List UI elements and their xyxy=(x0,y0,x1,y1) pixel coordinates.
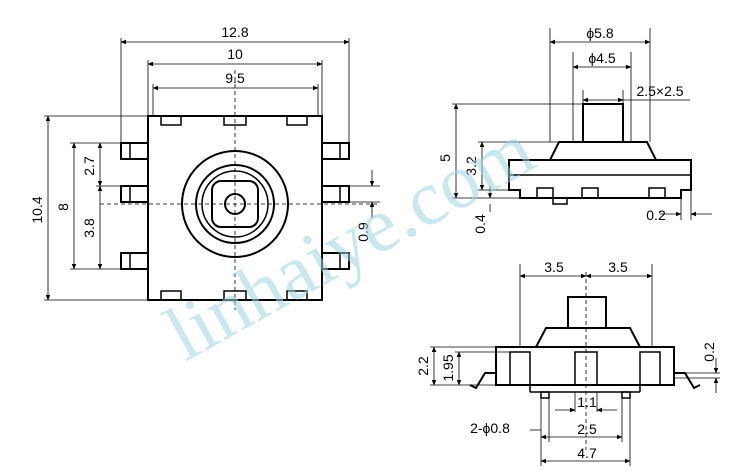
center-lines xyxy=(100,70,380,310)
top-notches xyxy=(160,115,308,301)
dim-2-7: 2.7 xyxy=(81,156,97,176)
front-view-labels: 3.5 3.5 2.2 1.95 0.2 2-ϕ0.8 1.1 2.5 4.7 xyxy=(415,259,717,461)
top-view-labels: 12.8 10 9.5 10.4 8 2.7 3.8 0.9 xyxy=(29,24,371,242)
extension-lines xyxy=(44,38,380,301)
dim-8: 8 xyxy=(55,203,71,211)
left-pins xyxy=(120,142,149,270)
right-pins xyxy=(321,142,350,270)
top-view xyxy=(44,38,380,310)
dim-10: 10 xyxy=(227,46,243,62)
dimension-lines xyxy=(45,39,375,301)
front-pins xyxy=(509,351,661,399)
front-actuator xyxy=(567,296,607,329)
dim-3-5-left: 3.5 xyxy=(544,259,564,275)
dim-1-95: 1.95 xyxy=(440,354,456,381)
dim-0-4: 0.4 xyxy=(472,214,488,234)
dim-phi-5-8: ϕ5.8 xyxy=(586,25,614,41)
side-pins xyxy=(536,187,666,205)
dim-2-phi-0-8: 2-ϕ0.8 xyxy=(470,420,510,436)
left-lead xyxy=(469,372,496,390)
dim-3-5-right: 3.5 xyxy=(608,259,628,275)
dim-0-2-side: 0.2 xyxy=(646,207,666,223)
dim-0-2-front: 0.2 xyxy=(701,342,717,362)
dim-2-5x2-5: 2.5×2.5 xyxy=(636,83,683,99)
actuator xyxy=(582,103,624,143)
side-view xyxy=(452,28,712,220)
dim-12-8: 12.8 xyxy=(221,24,248,40)
right-lead xyxy=(674,372,701,390)
dim-3-8: 3.8 xyxy=(81,218,97,238)
front-view xyxy=(430,264,720,466)
dim-0-9: 0.9 xyxy=(355,222,371,242)
dim-phi-4-5: ϕ4.5 xyxy=(588,50,616,66)
dim-3-2: 3.2 xyxy=(463,156,479,176)
dim-5: 5 xyxy=(437,154,453,162)
dim-2-2: 2.2 xyxy=(415,356,431,376)
front-dimension-lines xyxy=(431,273,719,464)
front-cap xyxy=(534,327,642,348)
dim-9-5: 9.5 xyxy=(225,70,245,86)
cap xyxy=(548,141,658,161)
dim-4-7: 4.7 xyxy=(577,445,597,461)
side-dimension-lines xyxy=(453,39,712,217)
dim-10-4: 10.4 xyxy=(29,196,45,223)
dim-1-1: 1.1 xyxy=(577,394,597,410)
side-view-labels: ϕ5.8 ϕ4.5 2.5×2.5 5 3.2 0.4 0.2 xyxy=(437,25,684,234)
dim-2-5: 2.5 xyxy=(577,421,597,437)
